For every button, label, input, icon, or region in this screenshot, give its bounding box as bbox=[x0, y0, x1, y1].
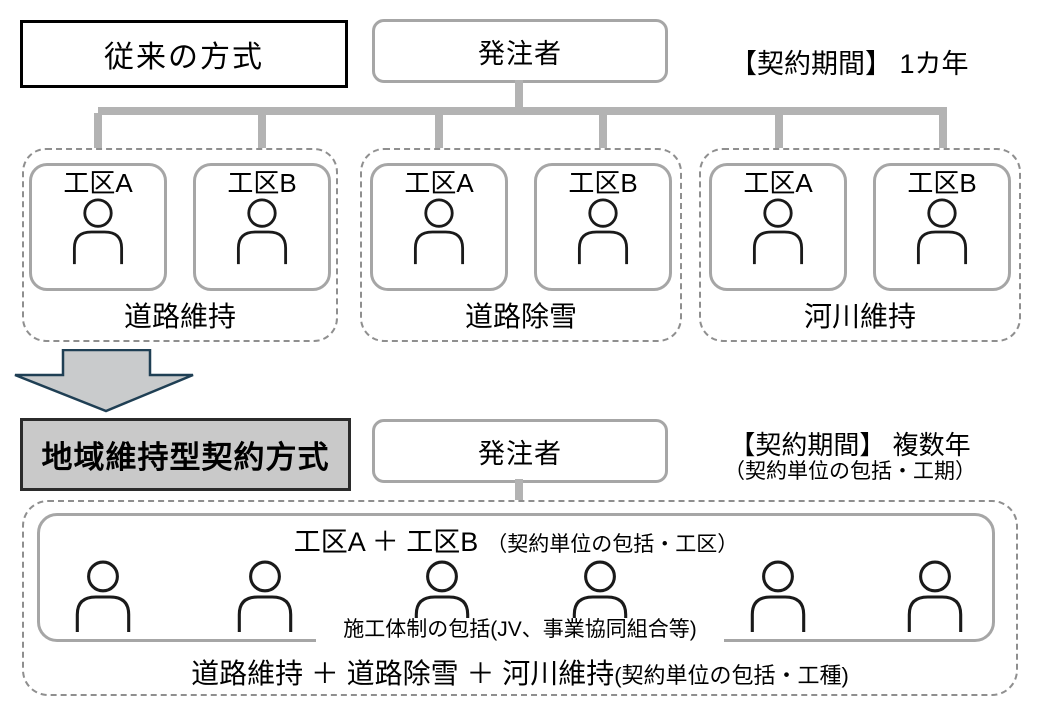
person-icon bbox=[577, 198, 629, 265]
connector-drop bbox=[435, 113, 443, 163]
zone-combination-main: 工区A ＋ 工区B bbox=[293, 527, 479, 557]
person-icon bbox=[72, 198, 124, 265]
connector-stem-top bbox=[515, 80, 523, 109]
connector-stem-bottom bbox=[515, 479, 523, 515]
person-icon bbox=[916, 198, 968, 265]
unit-label: 工区B bbox=[568, 168, 638, 198]
unit-box: 工区A bbox=[370, 163, 508, 291]
traditional-method-box: 従来の方式 bbox=[20, 20, 348, 88]
unit-label: 工区A bbox=[63, 168, 133, 198]
group-label: 道路維持 bbox=[123, 301, 236, 332]
person-icon bbox=[907, 560, 963, 632]
unit-box: 工区A bbox=[29, 163, 167, 291]
unit-label: 工区A bbox=[743, 168, 813, 198]
client-box-top: 発注者 bbox=[372, 19, 668, 83]
group-label: 道路除雪 bbox=[464, 301, 577, 332]
person-icon bbox=[75, 560, 131, 632]
group-units: 工区A 工区B bbox=[24, 150, 336, 291]
group-units: 工区A 工区B bbox=[701, 150, 1019, 291]
unit-box: 工区B bbox=[193, 163, 331, 291]
group-units: 工区A 工区B bbox=[362, 150, 680, 291]
unit-label: 工区B bbox=[227, 168, 297, 198]
person-icon bbox=[572, 560, 628, 632]
contract-period-top: 【契約期間】 1カ年 bbox=[730, 49, 969, 79]
person-icon bbox=[236, 198, 288, 265]
unit-label: 工区B bbox=[907, 168, 977, 198]
person-icon bbox=[752, 198, 804, 265]
person-icon bbox=[237, 560, 293, 632]
person-icon bbox=[414, 560, 470, 632]
work-combination-line: 道路維持 ＋ 道路除雪 ＋ 河川維持(契約単位の包括・工種) bbox=[22, 652, 1018, 692]
contract-period-bottom: 【契約期間】 複数年 （契約単位の包括・工期） bbox=[700, 430, 1000, 484]
unit-label: 工区A bbox=[404, 168, 474, 198]
down-arrow-icon bbox=[14, 349, 194, 413]
contract-period-bottom-main: 【契約期間】 複数年 bbox=[729, 430, 971, 460]
connector-drop bbox=[94, 113, 102, 163]
work-combination-note: (契約単位の包括・工種) bbox=[614, 663, 849, 688]
zone-combination-line: 工区A ＋ 工区B （契約単位の包括・工区） bbox=[37, 520, 995, 559]
zone-combination-note: （契約単位の包括・工区） bbox=[486, 533, 739, 556]
connector-drop bbox=[775, 113, 783, 163]
contract-period-bottom-note: （契約単位の包括・工期） bbox=[724, 460, 976, 484]
group-label: 河川維持 bbox=[803, 301, 916, 332]
unit-box: 工区B bbox=[873, 163, 1011, 291]
regional-method-box: 地域維持型契約方式 bbox=[20, 418, 351, 491]
group-road-maintenance: 工区A 工区B 道路維持 bbox=[22, 148, 338, 342]
unit-box: 工区B bbox=[534, 163, 672, 291]
person-icon bbox=[750, 560, 806, 632]
connector-drop bbox=[939, 113, 947, 163]
person-icon bbox=[413, 198, 465, 265]
connector-drop bbox=[258, 113, 266, 163]
construction-structure-note: 施工体制の包括(JV、事業協同組合等) bbox=[316, 618, 724, 642]
work-combination-main: 道路維持 ＋ 道路除雪 ＋ 河川維持 bbox=[191, 658, 615, 689]
group-snow-removal: 工区A 工区B 道路除雪 bbox=[360, 148, 682, 342]
connector-drop bbox=[599, 113, 607, 163]
connector-hbar-top bbox=[98, 107, 947, 115]
unit-box: 工区A bbox=[709, 163, 847, 291]
client-box-bottom: 発注者 bbox=[372, 419, 668, 483]
group-river-maintenance: 工区A 工区B 河川維持 bbox=[699, 148, 1021, 342]
